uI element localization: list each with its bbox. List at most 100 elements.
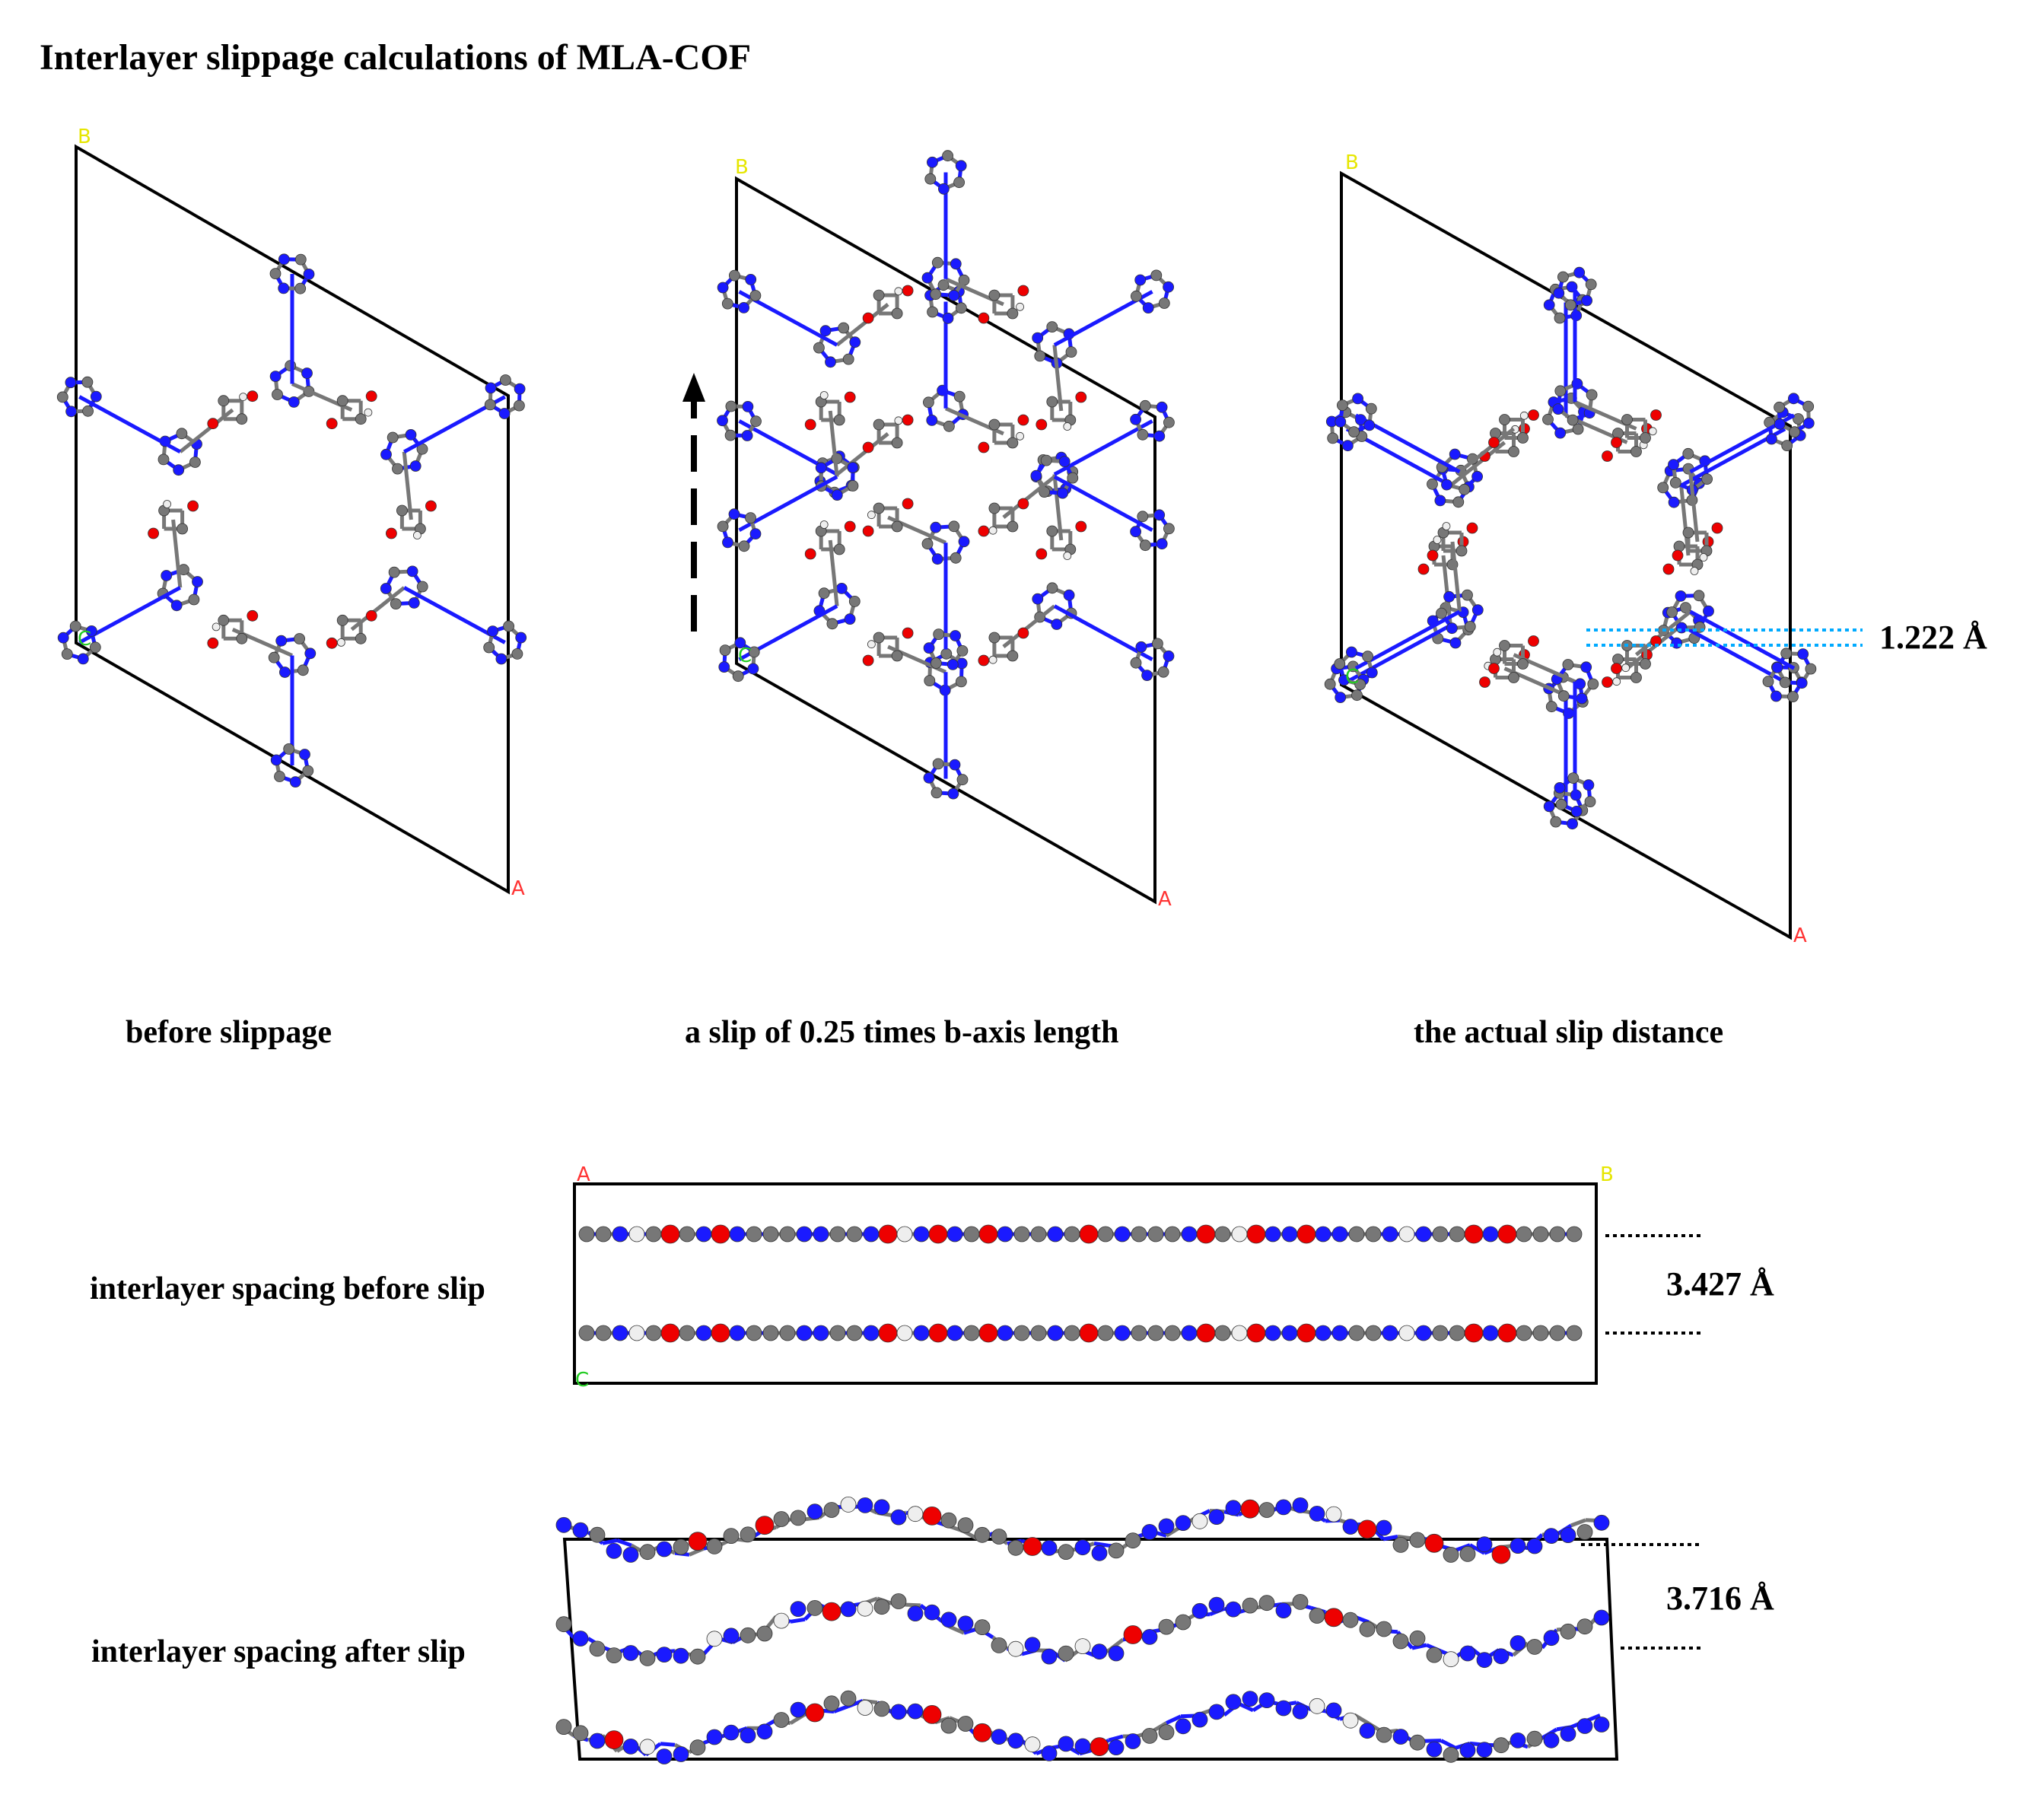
carbon-atom — [1337, 399, 1348, 411]
carbon-atom — [1666, 606, 1678, 618]
nitrogen-atom — [723, 1628, 740, 1644]
carbon-atom — [157, 453, 170, 466]
carbon-atom — [1701, 473, 1713, 485]
carbon-atom — [1163, 416, 1175, 428]
nitrogen-atom — [847, 462, 859, 473]
nitrogen-atom — [1576, 1718, 1593, 1734]
oxygen-atom — [1464, 1323, 1484, 1343]
oxygen-atom — [922, 1704, 942, 1724]
bond — [1450, 541, 1462, 612]
carbon-atom — [829, 1325, 846, 1341]
oxygen-atom — [1036, 548, 1048, 560]
oxygen-atom — [978, 312, 990, 324]
hydrogen-atom — [1231, 1325, 1248, 1341]
hydrogen-atom — [1443, 1651, 1459, 1668]
carbon-atom — [1013, 1226, 1030, 1242]
carbon-atom — [953, 177, 965, 189]
nitrogen-atom — [706, 1729, 723, 1745]
oxygen-atom — [902, 414, 914, 426]
oxygen-atom — [1650, 409, 1662, 421]
carbon-atom — [1657, 482, 1669, 494]
oxygen-atom — [804, 548, 816, 560]
nitrogen-atom — [1581, 294, 1593, 307]
carbon-atom — [942, 150, 953, 162]
nitrogen-atom — [77, 653, 89, 665]
side-view-after — [555, 1497, 1700, 1764]
carbon-atom — [1046, 525, 1058, 537]
carbon-atom — [1459, 483, 1471, 495]
hydrogen-atom — [1493, 648, 1502, 657]
nitrogen-atom — [1108, 1739, 1125, 1756]
nitrogen-atom — [1265, 1226, 1281, 1242]
carbon-atom — [717, 520, 729, 533]
bond — [1354, 609, 1461, 670]
carbon-atom — [1108, 1542, 1125, 1559]
carbon-atom — [69, 620, 81, 632]
nitrogen-atom — [1032, 332, 1044, 344]
carbon-atom — [749, 290, 762, 301]
nitrogen-atom — [1135, 641, 1147, 653]
carbon-atom — [943, 420, 955, 432]
nitrogen-atom — [1787, 393, 1799, 405]
carbon-atom — [639, 1650, 656, 1666]
carbon-atom — [1409, 1532, 1426, 1548]
axis-label-c: C — [78, 628, 91, 651]
nitrogen-atom — [485, 382, 497, 394]
unit-cell-slip — [735, 176, 1156, 905]
nitrogen-atom — [863, 1226, 880, 1242]
nitrogen-atom — [997, 1226, 1013, 1242]
bond — [171, 519, 183, 588]
nitrogen-atom — [1583, 779, 1595, 791]
nitrogen-atom — [1058, 1736, 1074, 1752]
carbon-atom — [555, 1616, 572, 1633]
carbon-atom — [297, 664, 309, 676]
carbon-atom — [846, 1325, 863, 1341]
carbon-atom — [1046, 582, 1058, 594]
oxygen-atom — [1017, 414, 1029, 426]
oxygen-atom — [862, 654, 874, 667]
axis-label-a: A — [1793, 924, 1807, 947]
carbon-atom — [890, 1593, 907, 1609]
nitrogen-atom — [1041, 1648, 1058, 1665]
carbon-atom — [988, 418, 1001, 431]
oxygen-atom — [922, 1507, 942, 1526]
nitrogen-atom — [1091, 1643, 1108, 1660]
nitrogen-atom — [938, 183, 950, 195]
nitrogen-atom — [1671, 637, 1683, 649]
bond — [948, 1624, 966, 1635]
oxygen-atom — [928, 1224, 948, 1244]
nitrogen-atom — [722, 536, 733, 549]
bond — [616, 1538, 632, 1548]
carbon-atom — [1030, 1226, 1047, 1242]
axis-label-a: A — [577, 1163, 590, 1186]
carbon-atom — [773, 1712, 790, 1728]
carbon-atom — [847, 480, 859, 492]
nitrogen-atom — [957, 1615, 974, 1632]
carbon-atom — [1125, 1532, 1141, 1549]
hydrogen-atom — [896, 1226, 913, 1242]
oxygen-atom — [862, 312, 874, 324]
nitrogen-atom — [1030, 469, 1042, 482]
carbon-atom — [176, 428, 188, 440]
oxygen-atom — [878, 1323, 898, 1343]
nitrogen-atom — [835, 583, 848, 594]
nitrogen-atom — [589, 1732, 606, 1749]
oxygen-atom — [1424, 1533, 1444, 1553]
carbon-atom — [302, 765, 314, 777]
carbon-atom — [1517, 432, 1529, 444]
nitrogen-atom — [1141, 1524, 1158, 1540]
oxygen-atom — [660, 1224, 680, 1244]
carbon-atom — [1137, 428, 1149, 441]
nitrogen-atom — [926, 415, 938, 426]
bond — [1455, 1543, 1471, 1552]
nitrogen-atom — [946, 1325, 963, 1341]
carbon-atom — [1526, 1730, 1543, 1747]
bond — [1441, 555, 1452, 626]
nitrogen-atom — [1281, 1226, 1298, 1242]
nitrogen-atom — [1415, 1325, 1432, 1341]
nitrogen-atom — [673, 1647, 689, 1664]
carbon-atom — [1359, 1621, 1376, 1637]
nitrogen-atom — [1074, 1539, 1091, 1556]
carbon-atom — [1164, 1325, 1181, 1341]
carbon-atom — [833, 414, 845, 426]
